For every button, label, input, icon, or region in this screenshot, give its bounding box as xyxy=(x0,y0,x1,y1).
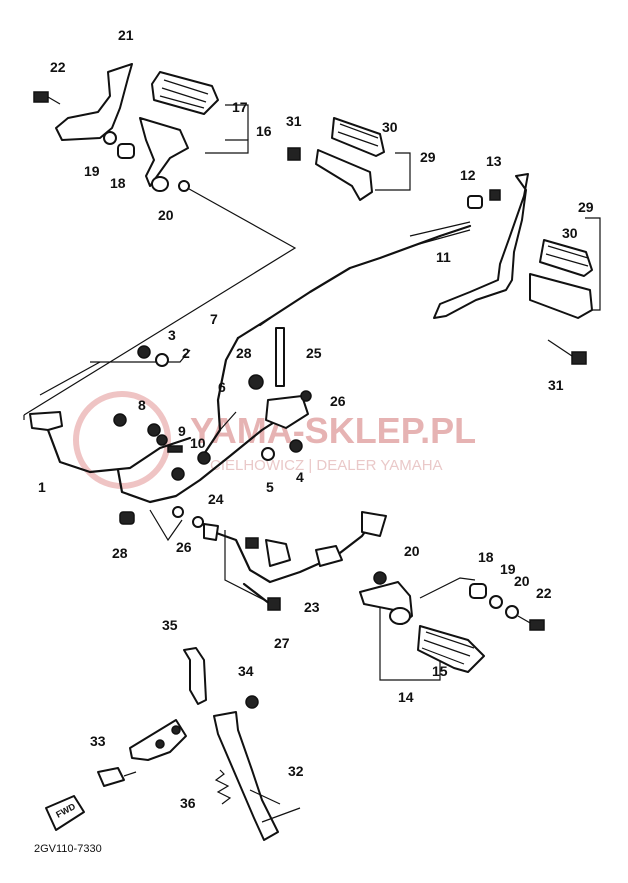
callout-16: 16 xyxy=(256,123,272,139)
callout-9: 9 xyxy=(178,423,186,439)
right-bracket xyxy=(433,173,529,319)
callout-20c: 20 xyxy=(514,573,530,589)
callout-1: 1 xyxy=(38,479,46,495)
right-bracket-group xyxy=(433,173,593,365)
callout-19: 19 xyxy=(84,163,100,179)
callouts: 1 2 3 4 5 6 7 8 9 10 11 12 13 14 15 16 1… xyxy=(38,27,594,811)
bushing-18 xyxy=(117,143,135,159)
callout-7: 7 xyxy=(210,311,218,327)
callout-29b: 29 xyxy=(578,199,594,215)
footrest-29-right xyxy=(529,273,593,319)
callout-18: 18 xyxy=(110,175,126,191)
callout-24: 24 xyxy=(208,491,224,507)
callout-35: 35 xyxy=(162,617,178,633)
bolt-26 xyxy=(245,537,259,549)
callout-14: 14 xyxy=(398,689,414,705)
callout-33: 33 xyxy=(90,733,106,749)
footrest-rubber-17 xyxy=(151,71,219,115)
callout-4: 4 xyxy=(296,469,304,485)
callout-23: 23 xyxy=(304,599,320,615)
callout-5: 5 xyxy=(266,479,274,495)
footrest-bracket xyxy=(55,63,133,141)
hose-35 xyxy=(183,647,207,705)
sidestand-group: FWD xyxy=(45,647,301,841)
shift-lever-group xyxy=(203,511,387,611)
watermark: YAMA-SKLEP.PL CIELHOWICZ | DEALER YAMAHA xyxy=(73,391,476,489)
callout-36: 36 xyxy=(180,795,196,811)
callout-10: 10 xyxy=(190,435,206,451)
callout-11: 11 xyxy=(436,249,451,265)
callout-8: 8 xyxy=(138,397,146,413)
bolt-31-right xyxy=(571,351,587,365)
washer-20-front xyxy=(373,571,387,585)
footrest-29 xyxy=(315,149,373,201)
callout-19b: 19 xyxy=(500,561,516,577)
bolt-31 xyxy=(287,147,301,161)
callout-27: 27 xyxy=(274,635,290,651)
pedal-bracket xyxy=(265,395,309,429)
washer-19-front xyxy=(489,595,503,609)
callout-3: 3 xyxy=(168,327,176,343)
washer-20-front-right xyxy=(505,605,519,619)
brake-pedal-group xyxy=(29,327,312,528)
callout-26: 26 xyxy=(330,393,346,409)
adjust-bolt-25 xyxy=(275,327,285,387)
footrest-16 xyxy=(139,117,189,187)
callout-20: 20 xyxy=(158,207,174,223)
bolt-22 xyxy=(33,91,49,103)
washer-19 xyxy=(103,131,117,145)
nut-13 xyxy=(489,189,501,201)
rubber-30 xyxy=(331,117,385,157)
callout-17: 17 xyxy=(232,99,248,115)
grommet-28 xyxy=(119,511,135,525)
callout-31: 31 xyxy=(286,113,302,129)
callout-30b: 30 xyxy=(562,225,578,241)
callout-32: 32 xyxy=(288,763,304,779)
bolt-27 xyxy=(267,597,281,611)
diagram-code: 2GV110-7330 xyxy=(34,843,102,855)
callout-31b: 31 xyxy=(548,377,564,393)
callout-28b: 28 xyxy=(112,545,128,561)
callout-22b: 22 xyxy=(536,585,552,601)
callout-20b: 20 xyxy=(404,543,420,559)
bushing-12 xyxy=(467,195,483,209)
callout-6: 6 xyxy=(218,379,226,395)
bolt-22-front xyxy=(529,619,545,631)
sidestand-32 xyxy=(213,711,279,841)
bushing-18-front xyxy=(469,583,487,599)
callout-29: 29 xyxy=(420,149,436,165)
front-right-footrest xyxy=(359,571,545,673)
nut-34 xyxy=(245,695,259,709)
rubber-30-right xyxy=(539,239,593,277)
callout-21: 21 xyxy=(118,27,134,43)
callout-30: 30 xyxy=(382,119,398,135)
callout-28: 28 xyxy=(236,345,252,361)
callout-18b: 18 xyxy=(478,549,494,565)
switch-33 xyxy=(97,767,125,787)
callout-34: 34 xyxy=(238,663,254,679)
callout-25: 25 xyxy=(306,345,322,361)
callout-13: 13 xyxy=(486,153,502,169)
watermark-subtitle: CIELHOWICZ | DEALER YAMAHA xyxy=(210,457,443,474)
pedal-pad xyxy=(29,411,63,431)
washer-20 xyxy=(178,180,190,192)
callout-12: 12 xyxy=(460,167,476,183)
callout-15: 15 xyxy=(432,663,448,679)
fwd-arrow-icon xyxy=(45,795,85,831)
callout-2: 2 xyxy=(182,345,190,361)
callout-22: 22 xyxy=(50,59,66,75)
cable-assembly xyxy=(198,221,472,462)
upper-middle-footrest xyxy=(287,117,385,201)
watermark-title: YAMA-SKLEP.PL xyxy=(190,410,476,451)
callout-26b: 26 xyxy=(176,539,192,555)
rear-left-footrest-group xyxy=(33,63,219,192)
